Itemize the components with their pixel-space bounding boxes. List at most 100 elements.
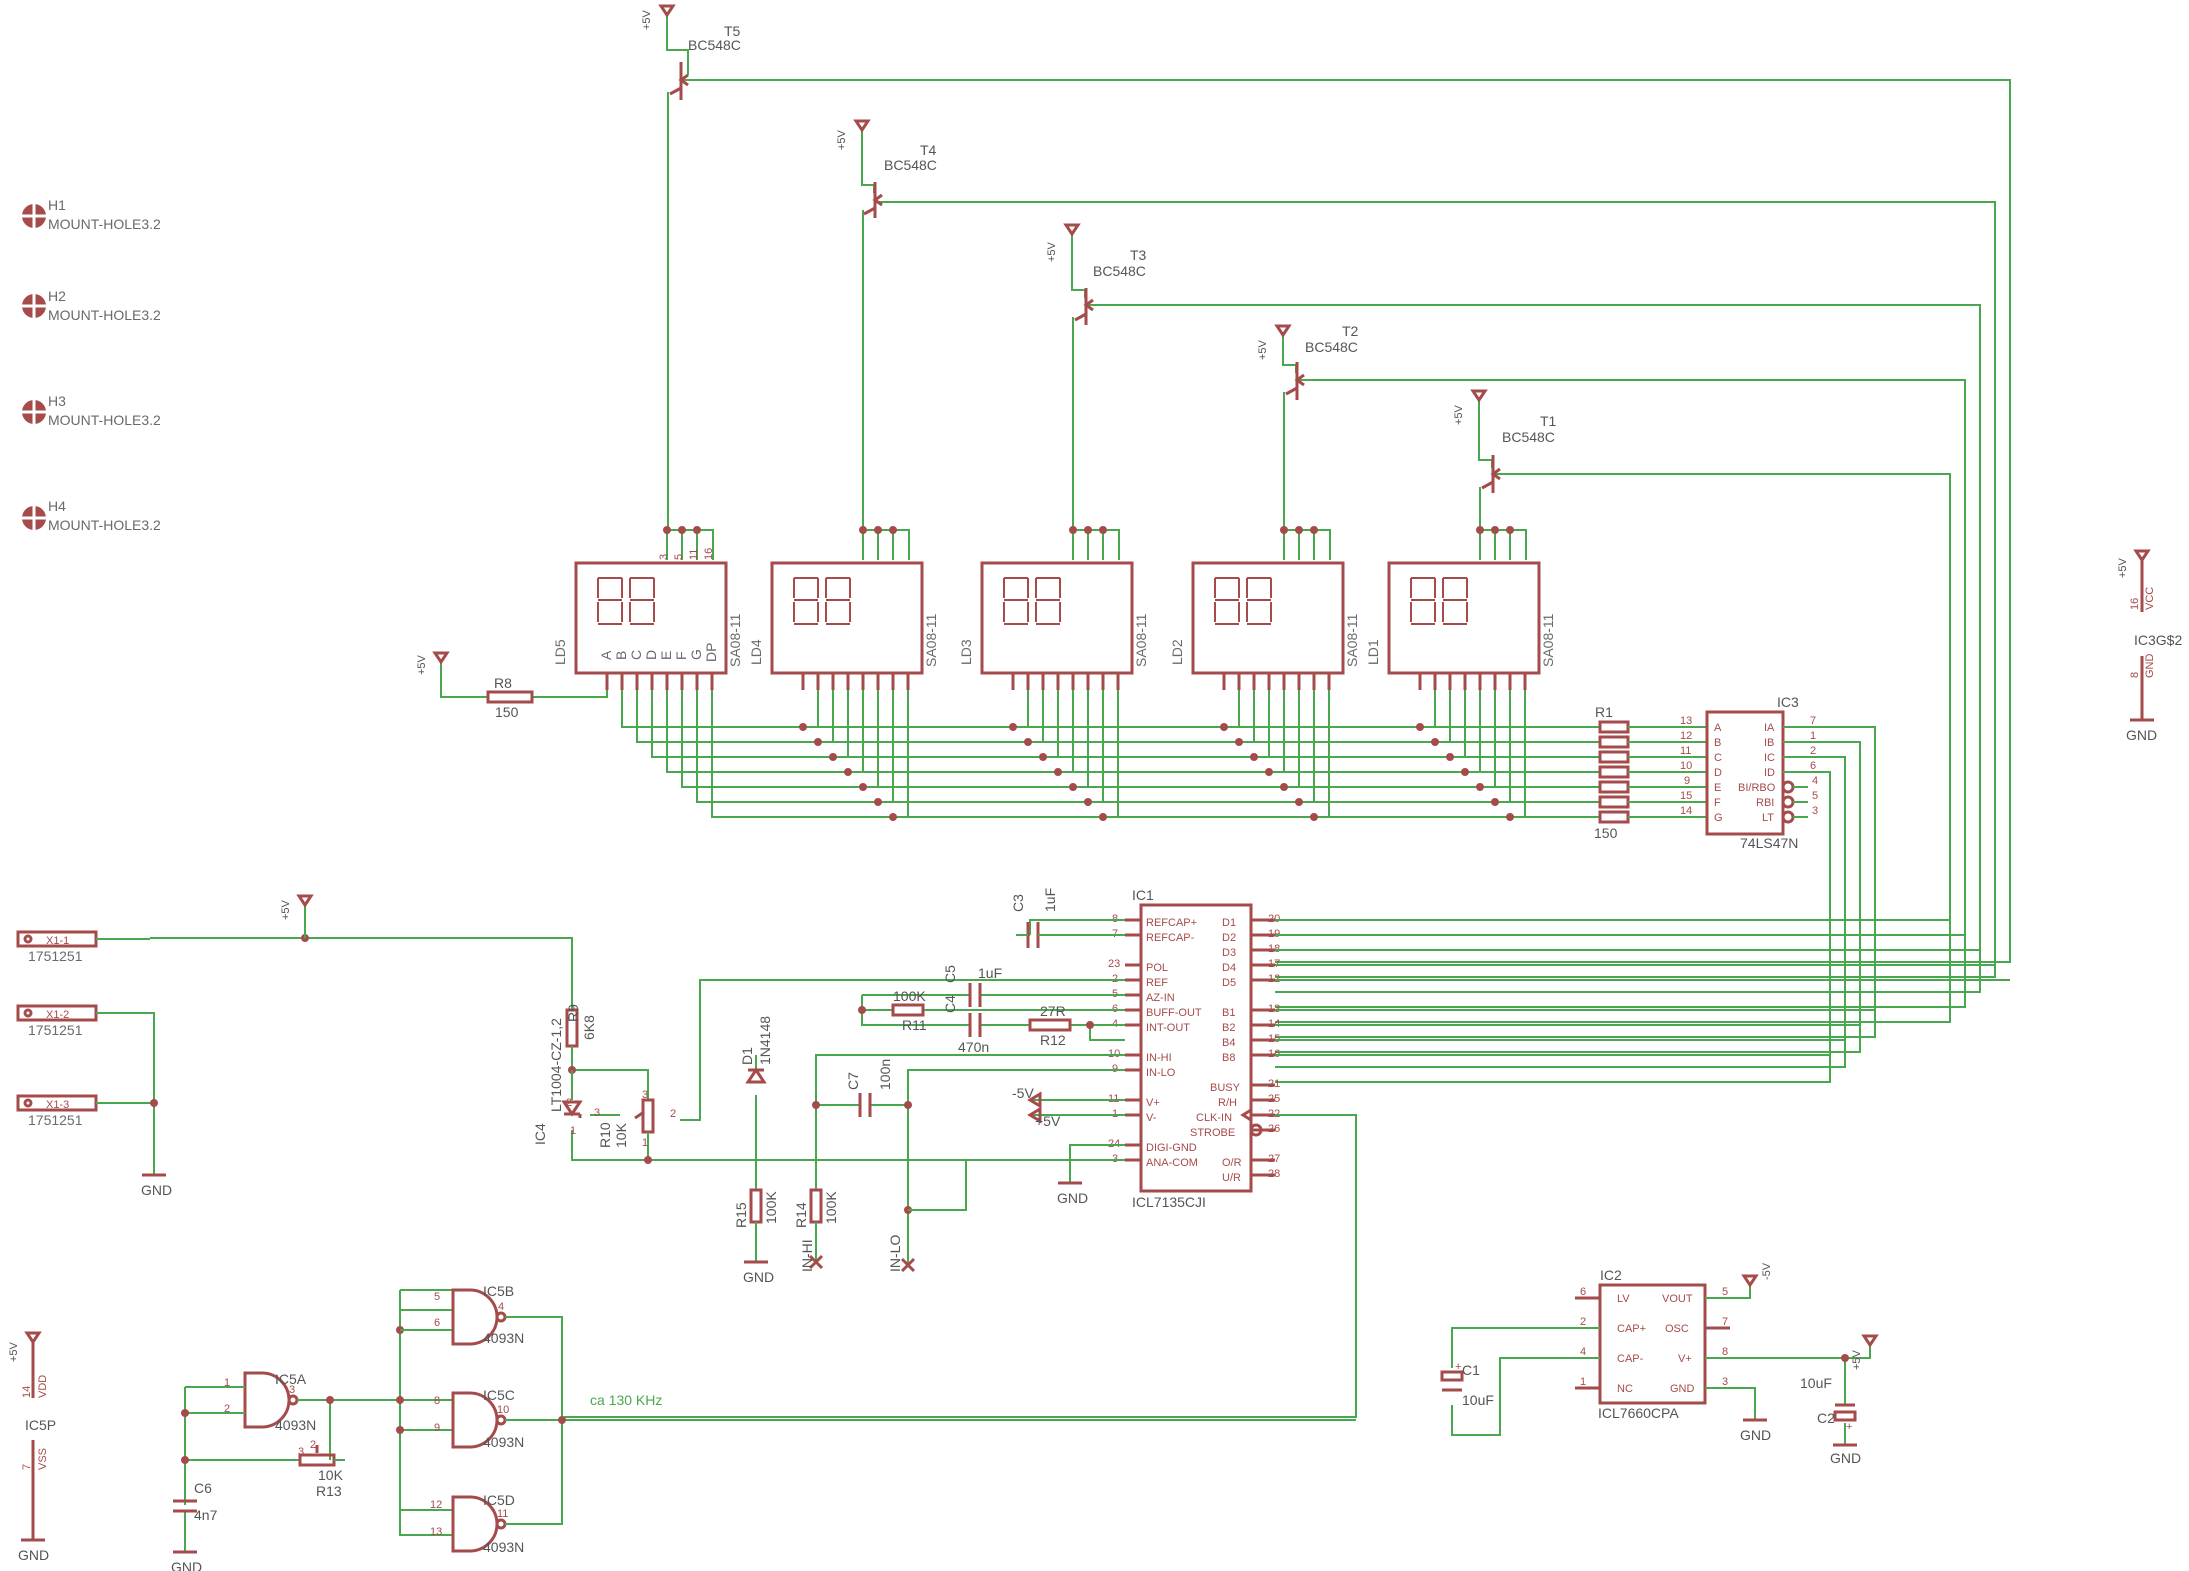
svg-text:16: 16 bbox=[2129, 598, 2141, 610]
svg-text:4: 4 bbox=[1812, 775, 1818, 787]
svg-text:7: 7 bbox=[1722, 1316, 1728, 1328]
svg-text:9: 9 bbox=[1684, 775, 1690, 787]
svg-text:R8: R8 bbox=[494, 675, 512, 691]
display-ld3: LD3 SA08-11 bbox=[958, 526, 1149, 690]
svg-text:C4: C4 bbox=[942, 995, 958, 1013]
svg-text:10K: 10K bbox=[613, 1122, 629, 1148]
svg-text:IC: IC bbox=[1764, 752, 1775, 764]
svg-text:B4: B4 bbox=[1222, 1037, 1235, 1049]
svg-text:DP: DP bbox=[703, 643, 719, 662]
svg-text:D: D bbox=[1714, 767, 1722, 779]
svg-text:3: 3 bbox=[594, 1107, 600, 1119]
svg-text:F: F bbox=[1714, 797, 1721, 809]
svg-text:+: + bbox=[1846, 1421, 1852, 1433]
svg-text:R12: R12 bbox=[1040, 1032, 1066, 1048]
svg-text:B1: B1 bbox=[1222, 1007, 1235, 1019]
svg-text:LT1004-CZ-1,2: LT1004-CZ-1,2 bbox=[548, 1018, 564, 1112]
svg-text:150: 150 bbox=[495, 704, 519, 720]
svg-text:1751251: 1751251 bbox=[28, 948, 83, 964]
svg-text:8: 8 bbox=[1722, 1346, 1728, 1358]
mount-hole-h3: H3 MOUNT-HOLE3.2 bbox=[22, 393, 161, 428]
svg-text:C1: C1 bbox=[1462, 1362, 1480, 1378]
svg-text:1: 1 bbox=[642, 1137, 648, 1149]
svg-text:STROBE: STROBE bbox=[1190, 1127, 1235, 1139]
svg-text:IC5D: IC5D bbox=[483, 1492, 515, 1508]
svg-text:G: G bbox=[688, 649, 704, 660]
svg-text:C6: C6 bbox=[194, 1480, 212, 1496]
svg-text:5: 5 bbox=[1722, 1286, 1728, 1298]
svg-text:AZ-IN: AZ-IN bbox=[1146, 992, 1175, 1004]
svg-text:3: 3 bbox=[642, 1089, 648, 1101]
svg-text:IC3: IC3 bbox=[1777, 694, 1799, 710]
display-ld5: 3 5 11 16 LD5 SA08-11 A B C D E F G DP bbox=[552, 526, 743, 690]
svg-text:D1: D1 bbox=[1222, 917, 1236, 929]
svg-text:D3: D3 bbox=[1222, 947, 1236, 959]
svg-text:NC: NC bbox=[1617, 1383, 1633, 1395]
svg-text:+5V: +5V bbox=[1453, 404, 1465, 425]
svg-text:BC548C: BC548C bbox=[1502, 429, 1555, 445]
svg-text:INT-OUT: INT-OUT bbox=[1146, 1022, 1190, 1034]
svg-text:1: 1 bbox=[570, 1125, 576, 1137]
mount-hole-h1: H1 MOUNT-HOLE3.2 bbox=[22, 197, 161, 232]
svg-text:T1: T1 bbox=[1540, 413, 1557, 429]
svg-text:1: 1 bbox=[224, 1377, 230, 1389]
svg-text:100n: 100n bbox=[877, 1059, 893, 1090]
svg-text:C: C bbox=[1714, 752, 1722, 764]
svg-text:V+: V+ bbox=[1146, 1097, 1160, 1109]
svg-text:D4: D4 bbox=[1222, 962, 1236, 974]
svg-text:SA08-11: SA08-11 bbox=[1133, 613, 1149, 667]
svg-text:+5V: +5V bbox=[1035, 1113, 1061, 1129]
svg-text:+5V: +5V bbox=[8, 1341, 20, 1362]
svg-text:14: 14 bbox=[1680, 805, 1692, 817]
svg-text:ICL7660CPA: ICL7660CPA bbox=[1598, 1405, 1679, 1421]
svg-text:X1-2: X1-2 bbox=[46, 1009, 69, 1021]
svg-text:-5V: -5V bbox=[1012, 1085, 1034, 1101]
ic5-power: +5V 14 VDD IC5P 7 VSS GND bbox=[8, 1331, 56, 1563]
svg-text:ca 130 KHz: ca 130 KHz bbox=[590, 1392, 662, 1408]
svg-text:6: 6 bbox=[1580, 1286, 1586, 1298]
svg-text:VSS: VSS bbox=[37, 1448, 49, 1470]
svg-text:BC548C: BC548C bbox=[884, 157, 937, 173]
svg-text:11: 11 bbox=[1680, 745, 1691, 757]
svg-text:IC4: IC4 bbox=[532, 1123, 548, 1145]
svg-text:MOUNT-HOLE3.2: MOUNT-HOLE3.2 bbox=[48, 307, 161, 323]
svg-text:MOUNT-HOLE3.2: MOUNT-HOLE3.2 bbox=[48, 517, 161, 533]
display-ld1: LD1 SA08-11 bbox=[1365, 526, 1556, 690]
svg-text:IN-LO: IN-LO bbox=[1146, 1067, 1176, 1079]
svg-text:D2: D2 bbox=[1222, 932, 1236, 944]
svg-text:CAP-: CAP- bbox=[1617, 1353, 1644, 1365]
svg-text:BC548C: BC548C bbox=[1093, 263, 1146, 279]
svg-text:2: 2 bbox=[566, 1097, 572, 1109]
svg-text:13: 13 bbox=[1680, 715, 1692, 727]
svg-text:15: 15 bbox=[1680, 790, 1692, 802]
svg-text:ID: ID bbox=[1764, 767, 1775, 779]
svg-text:4093N: 4093N bbox=[275, 1417, 316, 1433]
svg-text:GND: GND bbox=[141, 1182, 172, 1198]
capacitor-c3: C3 1uF bbox=[1010, 888, 1125, 948]
svg-text:MOUNT-HOLE3.2: MOUNT-HOLE3.2 bbox=[48, 412, 161, 428]
svg-text:H3: H3 bbox=[48, 393, 66, 409]
svg-text:BC548C: BC548C bbox=[688, 37, 741, 53]
svg-text:12: 12 bbox=[430, 1499, 442, 1511]
svg-text:IC5B: IC5B bbox=[483, 1283, 514, 1299]
svg-text:IB: IB bbox=[1764, 737, 1774, 749]
svg-text:R10: R10 bbox=[597, 1122, 613, 1148]
ic1-supply: -5V +5V bbox=[1012, 1085, 1125, 1129]
mount-hole-h2: H2 MOUNT-HOLE3.2 bbox=[22, 288, 161, 323]
svg-text:10K: 10K bbox=[318, 1467, 344, 1483]
svg-text:GND: GND bbox=[743, 1269, 774, 1285]
svg-text:D5: D5 bbox=[1222, 977, 1236, 989]
svg-text:DIGI-GND: DIGI-GND bbox=[1146, 1142, 1197, 1154]
svg-text:LD3: LD3 bbox=[958, 639, 974, 665]
svg-text:1: 1 bbox=[1810, 730, 1816, 742]
svg-text:2: 2 bbox=[1810, 745, 1816, 757]
svg-text:IC3G$2: IC3G$2 bbox=[2134, 632, 2182, 648]
svg-text:7: 7 bbox=[21, 1464, 33, 1470]
svg-text:27R: 27R bbox=[1040, 1003, 1066, 1019]
svg-text:1: 1 bbox=[1580, 1376, 1586, 1388]
svg-text:R13: R13 bbox=[316, 1483, 342, 1499]
svg-text:9: 9 bbox=[434, 1422, 440, 1434]
svg-text:LD5: LD5 bbox=[552, 639, 568, 665]
